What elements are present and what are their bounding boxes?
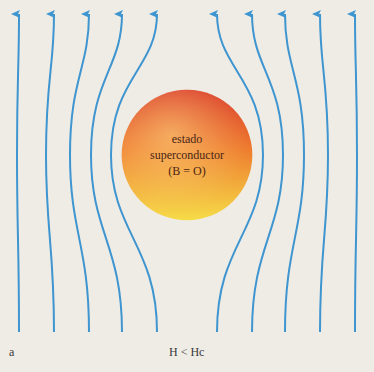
superconductor-sphere: estado superconductor(B = O) bbox=[121, 89, 253, 221]
state-label: estado superconductor bbox=[139, 131, 235, 163]
panel-letter: a bbox=[9, 345, 14, 360]
field-line bbox=[320, 14, 328, 332]
field-value: (B = O) bbox=[139, 163, 235, 179]
field-condition: H < Hc bbox=[169, 345, 204, 360]
field-line bbox=[91, 14, 122, 332]
field-line bbox=[252, 14, 283, 332]
field-line bbox=[17, 14, 19, 332]
field-line bbox=[285, 14, 304, 332]
field-line bbox=[46, 14, 54, 332]
field-line bbox=[70, 14, 89, 332]
field-line bbox=[355, 14, 357, 332]
